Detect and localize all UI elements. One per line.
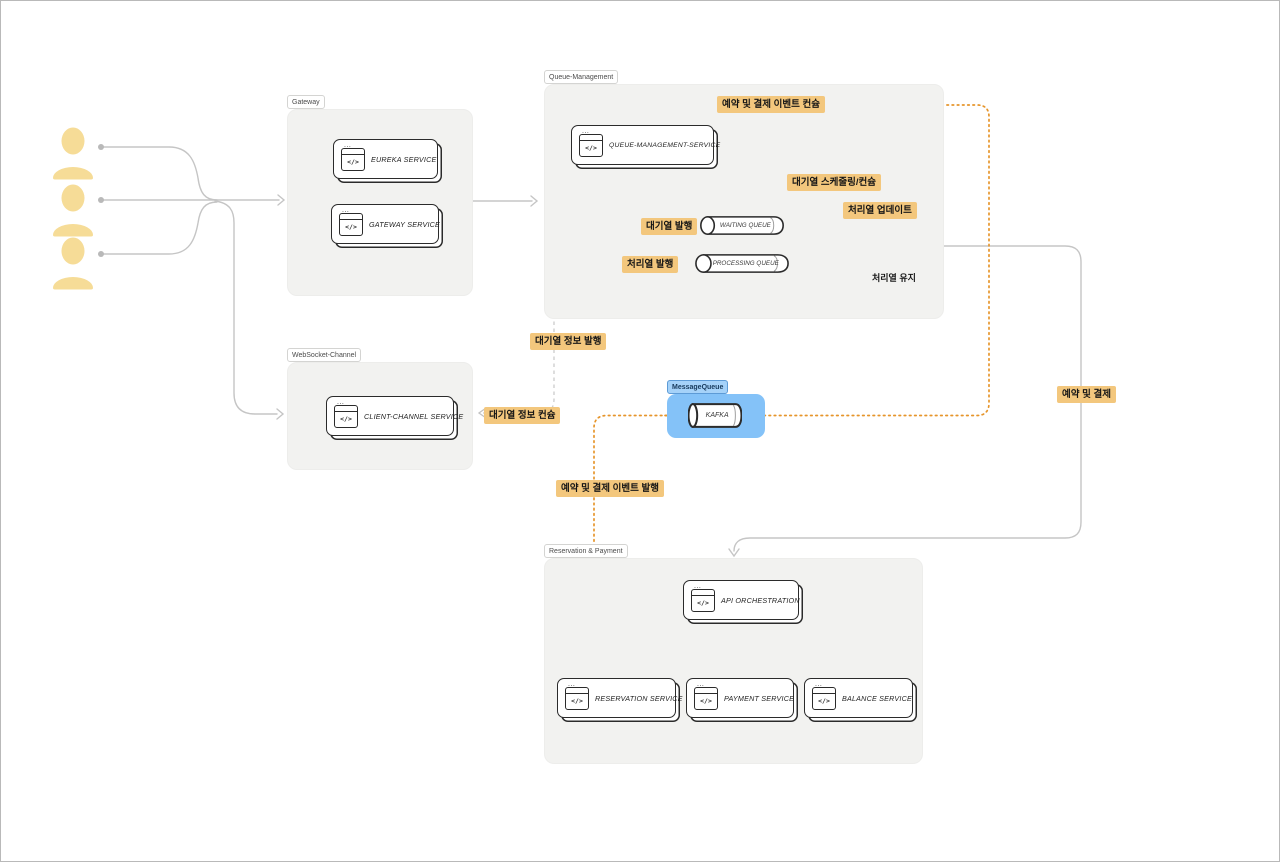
flow-label-processing-update: 처리열 업데이트 — [843, 202, 917, 219]
group-tag-reservation-payment: Reservation & Payment — [544, 544, 628, 558]
node-client-channel-service: </> CLIENT-CHANNEL SERVICE — [326, 396, 463, 436]
group-queue-management — [544, 84, 944, 319]
code-window-icon: </> — [691, 583, 715, 612]
code-window-icon: </> — [341, 142, 365, 171]
flow-label-waiting-publish: 대기열 발행 — [641, 218, 698, 235]
code-window-icon: </> — [812, 681, 836, 710]
node-queue-management-service: </> QUEUE-MANAGEMENT-SERVICE — [571, 125, 720, 165]
flow-label-queue-info-consume: 대기열 정보 컨슘 — [484, 407, 561, 424]
node-processing-queue: PROCESSING QUEUE — [695, 254, 789, 273]
group-tag-message-queue: MessageQueue — [667, 380, 729, 394]
caption-processing-maintain: 처리열 유지 — [872, 273, 916, 283]
flow-label-reservation-payment: 예약 및 결제 — [1057, 386, 1116, 403]
database-cylinder-icon — [700, 216, 784, 235]
code-window-icon: </> — [334, 399, 358, 428]
database-cylinder-icon — [695, 254, 789, 273]
group-tag-queue-management: Queue-Management — [544, 70, 619, 84]
node-api-orchestration: </> API ORCHESTRATION — [683, 580, 800, 620]
flow-label-publish-events: 예약 및 결제 이벤트 발행 — [556, 480, 664, 497]
flow-label-queue-info-publish: 대기열 정보 발행 — [530, 333, 607, 350]
user-request-lines — [98, 144, 286, 420]
flow-label-queue-scheduling: 대기열 스케줄링/컨슘 — [787, 174, 881, 191]
node-eureka-service: </> EUREKA SERVICE — [333, 139, 438, 179]
group-gateway — [287, 109, 473, 296]
code-window-icon: </> — [694, 681, 718, 710]
gateway-to-queue-line — [470, 195, 539, 207]
code-window-icon: </> — [579, 128, 603, 157]
node-balance-service: </> BALANCE SERVICE — [804, 678, 913, 718]
code-window-icon: </> — [565, 681, 589, 710]
node-waiting-queue: WAITING QUEUE — [700, 216, 784, 235]
flow-label-consume-events: 예약 및 결제 이벤트 컨슘 — [717, 96, 825, 113]
node-gateway-service: </> GATEWAY SERVICE — [331, 204, 440, 244]
node-reservation-service: </> RESERVATION SERVICE — [557, 678, 682, 718]
node-payment-service: </> PAYMENT SERVICE — [686, 678, 794, 718]
user-icon — [53, 127, 93, 290]
group-tag-websocket-channel: WebSocket-Channel — [287, 348, 362, 362]
database-cylinder-icon — [688, 403, 742, 428]
flow-label-processing-publish: 처리열 발행 — [622, 256, 679, 273]
code-window-icon: </> — [339, 207, 363, 236]
node-kafka: KAFKA — [688, 403, 742, 428]
group-tag-gateway: Gateway — [287, 95, 325, 109]
